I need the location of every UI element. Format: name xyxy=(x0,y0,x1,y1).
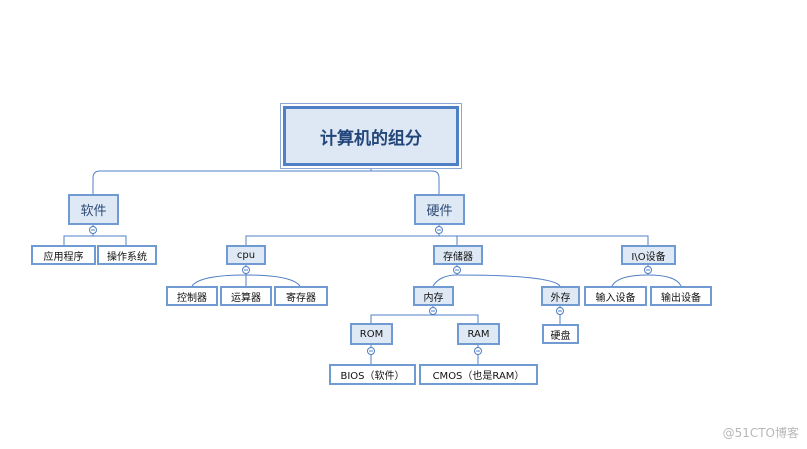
node-cpu[interactable]: cpu xyxy=(226,245,266,265)
connector-io-input xyxy=(611,274,649,287)
connector-memory-rom xyxy=(370,314,433,323)
connector-root-hardware xyxy=(371,170,440,194)
node-applications[interactable]: 应用程序 xyxy=(31,245,96,265)
node-hard-disk[interactable]: 硬盘 xyxy=(542,324,579,344)
connector-cpu-controller xyxy=(191,274,247,287)
connector-storage-external xyxy=(456,274,561,287)
node-external-storage[interactable]: 外存 xyxy=(541,286,580,306)
node-controller[interactable]: 控制器 xyxy=(166,286,218,306)
connector-software-apps xyxy=(63,235,93,245)
connector-hardware-storage xyxy=(439,235,458,245)
node-cmos[interactable]: CMOS（也是RAM） xyxy=(419,364,538,385)
node-memory[interactable]: 内存 xyxy=(413,286,454,306)
connector-io-output xyxy=(647,274,682,287)
node-storage[interactable]: 存储器 xyxy=(433,245,483,265)
node-ram[interactable]: RAM xyxy=(457,323,500,345)
node-operating-system[interactable]: 操作系统 xyxy=(97,245,157,265)
watermark: @51CTO博客 xyxy=(722,426,799,440)
node-rom[interactable]: ROM xyxy=(350,323,393,345)
node-io-device[interactable]: I\O设备 xyxy=(621,245,676,265)
node-hardware[interactable]: 硬件 xyxy=(414,194,465,225)
connector-hardware-cpu xyxy=(245,235,439,245)
node-register[interactable]: 寄存器 xyxy=(274,286,328,306)
connector-root-software xyxy=(92,168,372,194)
node-software[interactable]: 软件 xyxy=(68,194,119,225)
node-output-device[interactable]: 输出设备 xyxy=(650,286,712,306)
connector-hardware-io xyxy=(439,235,649,245)
node-input-device[interactable]: 输入设备 xyxy=(584,286,647,306)
connector-cpu-register xyxy=(245,274,301,287)
node-alu[interactable]: 运算器 xyxy=(220,286,272,306)
root-node[interactable]: 计算机的组分 xyxy=(280,103,462,169)
connector-storage-memory xyxy=(432,274,458,287)
connector-memory-ram xyxy=(433,314,479,323)
connector-software-os xyxy=(93,235,127,245)
node-bios[interactable]: BIOS（软件） xyxy=(329,364,416,385)
